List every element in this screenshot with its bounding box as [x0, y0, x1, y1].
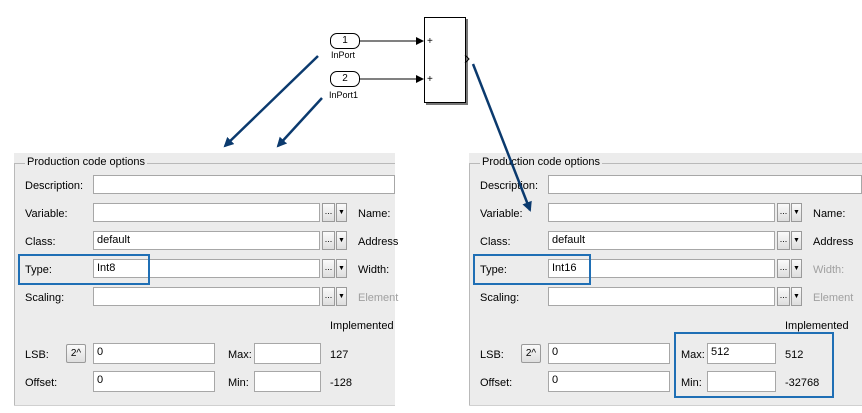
- production-code-options-panel-int16: Production code options Description: Var…: [469, 153, 862, 406]
- min-implemented-value: -32768: [785, 377, 820, 389]
- scaling-label: Scaling:: [480, 292, 520, 304]
- class-field[interactable]: default: [548, 231, 775, 250]
- offset-label: Offset:: [25, 377, 58, 389]
- address-label: Address: [813, 236, 854, 248]
- class-dropdown-button[interactable]: ▼: [791, 231, 802, 250]
- annotation-arrow: [223, 55, 319, 148]
- scaling-browse-button[interactable]: ...: [322, 287, 335, 306]
- inport-number: 1: [342, 35, 348, 46]
- address-label: Address: [358, 236, 399, 248]
- width-label: Width:: [358, 264, 390, 276]
- inport-number: 2: [342, 73, 348, 84]
- min-field[interactable]: [254, 371, 321, 392]
- scaling-dropdown-button[interactable]: ▼: [791, 287, 802, 306]
- inport-block-1[interactable]: 1: [330, 33, 360, 49]
- offset-field[interactable]: 0: [548, 371, 670, 392]
- min-implemented-value: -128: [330, 377, 353, 389]
- implemented-label: Implemented: [785, 320, 849, 332]
- lsb-field[interactable]: 0: [548, 343, 670, 364]
- description-label: Description:: [480, 180, 539, 192]
- max-field[interactable]: 512: [707, 343, 776, 364]
- class-dropdown-button[interactable]: ▼: [336, 231, 347, 250]
- class-label: Class:: [25, 236, 56, 248]
- variable-browse-button[interactable]: ...: [777, 203, 790, 222]
- name-label: Name:: [358, 208, 391, 220]
- sum-sign-plus: +: [427, 36, 433, 47]
- scaling-field[interactable]: [548, 287, 775, 306]
- type-highlight-box: [473, 254, 591, 285]
- chevron-down-icon: ▼: [793, 293, 800, 300]
- class-label: Class:: [480, 236, 511, 248]
- type-browse-button[interactable]: ...: [777, 259, 790, 278]
- max-implemented-value: 512: [785, 349, 804, 361]
- type-dropdown-button[interactable]: ▼: [791, 259, 802, 278]
- group-title: Production code options: [25, 156, 148, 168]
- element-label: Element: [813, 292, 854, 304]
- type-label: Type:: [480, 264, 507, 276]
- chevron-down-icon: ▼: [793, 265, 800, 272]
- group-box: [14, 163, 395, 405]
- element-label: Element: [358, 292, 399, 304]
- scaling-field[interactable]: [93, 287, 320, 306]
- type-dropdown-button[interactable]: ▼: [336, 259, 347, 278]
- description-label: Description:: [25, 180, 84, 192]
- max-implemented-value: 127: [330, 349, 349, 361]
- lsb-power-of-two-button[interactable]: 2^: [521, 344, 541, 363]
- lsb-label: LSB:: [480, 349, 504, 361]
- variable-label: Variable:: [25, 208, 68, 220]
- group-box: [469, 163, 862, 405]
- max-label: Max:: [228, 349, 252, 361]
- inport-name-label: InPort1: [329, 90, 359, 100]
- max-label: Max:: [681, 349, 705, 361]
- sum-sign-plus: +: [427, 74, 433, 85]
- production-code-options-panel-int8: Production code options Description: Var…: [14, 153, 399, 406]
- lsb-label: LSB:: [25, 349, 49, 361]
- width-label: Width:: [813, 264, 845, 276]
- variable-field[interactable]: [93, 203, 320, 222]
- chevron-down-icon: ▼: [338, 265, 345, 272]
- class-browse-button[interactable]: ...: [322, 231, 335, 250]
- min-field[interactable]: [707, 371, 776, 392]
- chevron-down-icon: ▼: [793, 209, 800, 216]
- variable-field[interactable]: [548, 203, 775, 222]
- offset-label: Offset:: [480, 377, 513, 389]
- chevron-down-icon: ▼: [793, 237, 800, 244]
- variable-dropdown-button[interactable]: ▼: [791, 203, 802, 222]
- class-field[interactable]: default: [93, 231, 320, 250]
- sum-block[interactable]: + +: [424, 17, 466, 103]
- class-browse-button[interactable]: ...: [777, 231, 790, 250]
- type-label: Type:: [25, 264, 52, 276]
- offset-field[interactable]: 0: [93, 371, 215, 392]
- variable-label: Variable:: [480, 208, 523, 220]
- max-field[interactable]: [254, 343, 321, 364]
- type-field[interactable]: Int16: [548, 259, 775, 278]
- scaling-browse-button[interactable]: ...: [777, 287, 790, 306]
- description-field[interactable]: [548, 175, 862, 194]
- group-title: Production code options: [480, 156, 603, 168]
- chevron-down-icon: ▼: [338, 293, 345, 300]
- scaling-label: Scaling:: [25, 292, 65, 304]
- description-field[interactable]: [93, 175, 395, 194]
- lsb-field[interactable]: 0: [93, 343, 215, 364]
- chevron-down-icon: ▼: [338, 237, 345, 244]
- variable-browse-button[interactable]: ...: [322, 203, 335, 222]
- annotation-arrow: [276, 97, 323, 148]
- inport-name-label: InPort: [331, 50, 356, 60]
- max-min-highlight-box: [674, 332, 834, 398]
- variable-dropdown-button[interactable]: ▼: [336, 203, 347, 222]
- chevron-down-icon: ▼: [338, 209, 345, 216]
- min-label: Min:: [681, 377, 702, 389]
- min-label: Min:: [228, 377, 249, 389]
- type-browse-button[interactable]: ...: [322, 259, 335, 278]
- type-highlight-box: [18, 254, 150, 285]
- implemented-label: Implemented: [330, 320, 394, 332]
- scaling-dropdown-button[interactable]: ▼: [336, 287, 347, 306]
- lsb-power-of-two-button[interactable]: 2^: [66, 344, 86, 363]
- inport-block-2[interactable]: 2: [330, 71, 360, 87]
- name-label: Name:: [813, 208, 846, 220]
